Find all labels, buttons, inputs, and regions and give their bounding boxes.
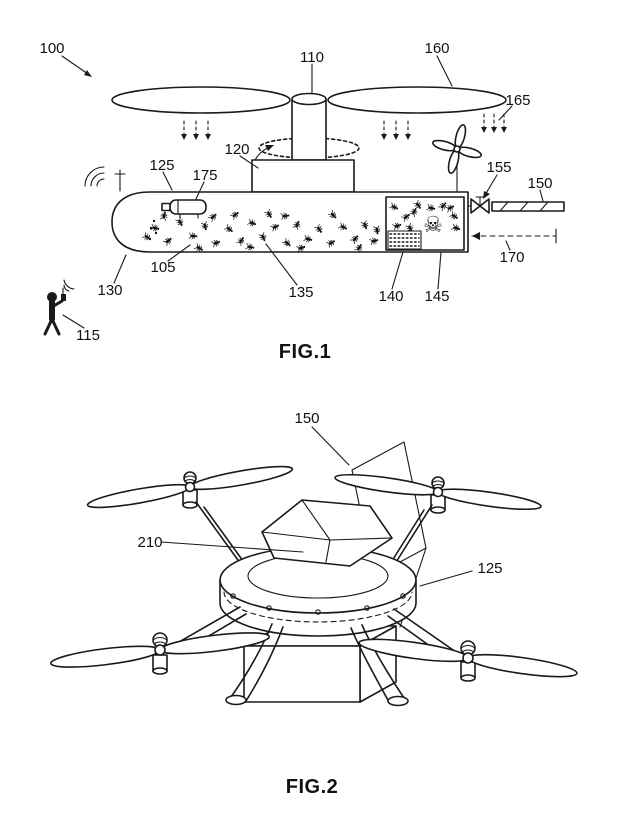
fig1-ref-170: 170: [499, 249, 524, 266]
fig2-caption: FIG.2: [286, 776, 339, 798]
fig2-ref-125: 125: [477, 560, 502, 577]
fig1-drawing: ☠: [39, 40, 565, 363]
fig2-ref-210: 210: [137, 534, 162, 551]
fig2-rotor-rear-left: [86, 465, 294, 509]
fig1-ref-135: 135: [288, 284, 313, 301]
fig1-ref-125: 125: [149, 157, 174, 174]
fig1-attractant-block: [387, 230, 422, 250]
rotor-mast: [291, 98, 327, 161]
fig2-labels: 150 210 125: [137, 410, 502, 577]
fig1-tail-fan: [432, 124, 482, 193]
fig1-ref-120: 120: [224, 141, 249, 158]
fig1-ref-105: 105: [150, 259, 175, 276]
fig1-canister: [148, 199, 207, 241]
fig2-drawing: 150 210 125 FIG.2: [50, 410, 578, 798]
fig1-ref-145: 145: [424, 288, 449, 305]
fig1-valve: [467, 196, 490, 214]
fig1-motor-housing: [251, 159, 355, 193]
remote-signal-arcs: [63, 284, 70, 292]
fig1-ref-175: 175: [192, 167, 217, 184]
fig2-rotor-rear-right: [334, 473, 542, 514]
fig2-rotor-front-right: [358, 638, 578, 682]
fig1-ref-150: 150: [527, 175, 552, 192]
fig1-ref-110: 110: [300, 49, 324, 66]
fig1-wifi-arcs: [84, 166, 105, 187]
fig1-discharge-tube: [491, 201, 565, 212]
fig1-antenna: [114, 169, 126, 192]
fig2-leader-lines: [160, 426, 473, 587]
fig1-operator-figure: [43, 279, 75, 336]
fig2-body-ring: [219, 546, 417, 637]
fig2-landing-legs: [225, 623, 409, 707]
fig2-rotor-front-left: [50, 632, 270, 675]
fig1-caption: FIG.1: [279, 341, 332, 363]
fig1-range-arrow: [471, 228, 557, 244]
fig1-leader-lines: [61, 55, 544, 329]
fig1-main-rotor: [111, 86, 507, 169]
fig2-canopy: [261, 499, 393, 567]
fig1-ref-140: 140: [378, 288, 403, 305]
fig1-ref-100: 100: [39, 40, 64, 57]
fig1-ref-130: 130: [97, 282, 122, 299]
leg-foot: [387, 695, 409, 707]
fig1-ref-160: 160: [424, 40, 449, 57]
fig1-inner-compartment: ☠: [385, 196, 465, 251]
fig1-ref-165: 165: [505, 92, 530, 109]
leg-foot: [225, 694, 247, 706]
fig2-ref-150: 150: [294, 410, 319, 427]
fig1-airflow-arrows: [181, 113, 507, 140]
fig1-ref-155: 155: [486, 159, 511, 176]
remote-control: [61, 294, 66, 301]
fig1-labels: 100 110 160 165 125 175 120 155 150 105 …: [39, 40, 552, 344]
skull-crossbones-icon: ☠: [423, 213, 443, 238]
fig1-ref-115: 115: [76, 327, 100, 344]
